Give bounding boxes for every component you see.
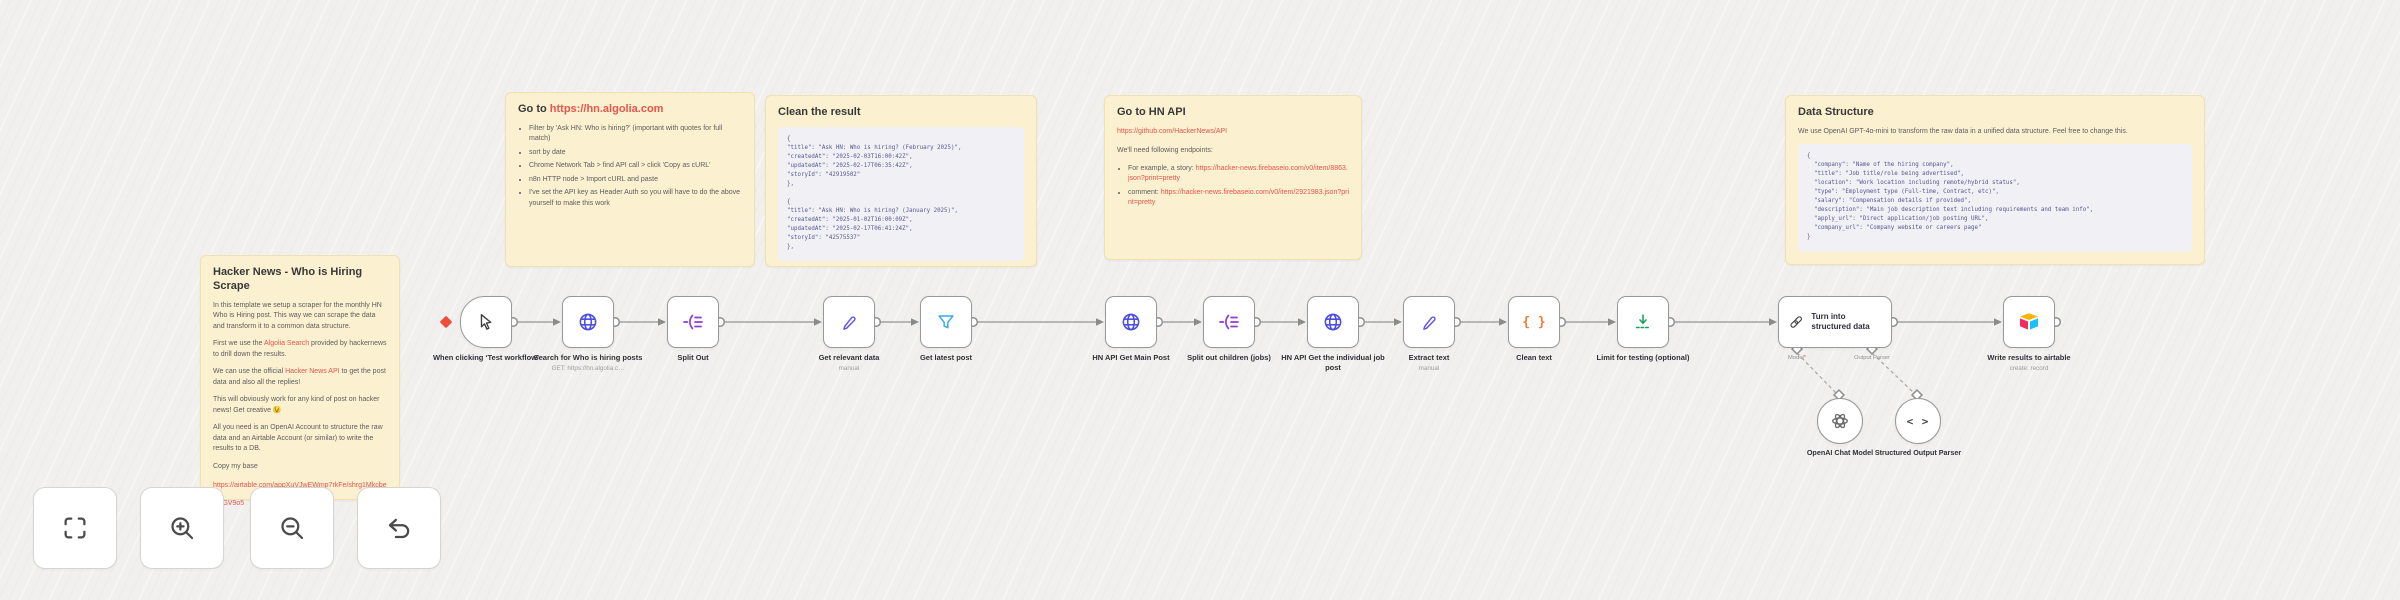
- sticky-bullet-list: Filter by 'Ask HN: Who is hiring?' (impo…: [518, 124, 742, 209]
- bullet-item: I've set the API key as Header Auth so y…: [529, 188, 742, 208]
- subnode-structured-output-parser[interactable]: < > Structured Output Parser: [1875, 398, 1961, 457]
- sticky-paragraph: We can use the official Hacker News API …: [213, 368, 386, 386]
- airtable-icon: [2020, 313, 2038, 330]
- node-split-out[interactable]: Split Out: [667, 296, 719, 362]
- split-out-icon: [683, 314, 703, 330]
- airtable-base-link[interactable]: https://airtable.com/appXuVJwEWmp7rkFe/s…: [213, 482, 387, 507]
- node-code-clean-text[interactable]: { } Clean text: [1508, 296, 1560, 362]
- sticky-note-clean-result[interactable]: Clean the result { "title": "Ask HN: Who…: [765, 95, 1037, 267]
- trigger-pin-marker: [440, 316, 452, 328]
- connector-label-output-parser: Output Parser: [1853, 355, 1891, 361]
- node-label: HN API Get Main Post: [1092, 353, 1170, 362]
- node-subtitle: create: record: [2009, 364, 2049, 372]
- sticky-bullet-list: For example, a story: https://hacker-new…: [1117, 164, 1349, 208]
- zoom-out-button[interactable]: [250, 487, 334, 569]
- json-code-block: { "title": "Ask HN: Who is hiring? (Febr…: [778, 126, 1024, 261]
- node-label: Limit for testing (optional): [1596, 353, 1690, 362]
- node-label: Get relevant data: [818, 353, 880, 362]
- globe-icon: [579, 313, 597, 331]
- node-http-get-job-post[interactable]: HN API Get the individual job post: [1281, 296, 1385, 372]
- node-label: Extract text: [1408, 353, 1450, 362]
- subnode-openai-chat-model[interactable]: OpenAI Chat Model: [1807, 398, 1873, 457]
- node-set-extract-text[interactable]: Extract text manual: [1403, 296, 1455, 372]
- node-label: Split out children (jobs): [1187, 353, 1271, 362]
- cursor-click-icon: [480, 313, 492, 330]
- node-limit[interactable]: Limit for testing (optional): [1597, 296, 1689, 362]
- node-subtitle: manual: [1418, 364, 1440, 372]
- fit-view-icon: [64, 517, 86, 539]
- bullet-item: n8n HTTP node > Import cURL and paste: [529, 175, 742, 185]
- connector-label-model: Model*: [1787, 355, 1807, 361]
- algolia-search-link[interactable]: Algolia Search: [263, 340, 310, 347]
- bullet-item: Chrome Network Tab > find API call > cli…: [529, 161, 742, 171]
- node-manual-trigger[interactable]: When clicking ‘Test workflow’: [433, 296, 539, 362]
- node-http-get-main-post[interactable]: HN API Get Main Post: [1092, 296, 1170, 362]
- sticky-title: Data Structure: [1798, 106, 1874, 118]
- sticky-title: Clean the result: [778, 106, 861, 118]
- node-label: Turn into structured data: [1811, 311, 1870, 331]
- subnode-label: OpenAI Chat Model: [1806, 448, 1874, 457]
- code-braces-icon: { }: [1522, 314, 1546, 330]
- node-split-out-children[interactable]: Split out children (jobs): [1187, 296, 1271, 362]
- undo-icon: [388, 518, 410, 539]
- node-label: Write results to airtable: [1987, 353, 2071, 362]
- hn-algolia-link[interactable]: https://hn.algolia.com: [549, 103, 664, 115]
- sticky-paragraph: All you need is an OpenAI Account to str…: [213, 424, 383, 452]
- node-label: Get latest post: [919, 353, 973, 362]
- angle-brackets-icon: < >: [1906, 414, 1930, 428]
- node-subtitle: manual: [838, 364, 860, 372]
- node-label: Clean text: [1516, 353, 1552, 362]
- chain-link-icon: [1790, 316, 1802, 328]
- node-label: Split Out: [677, 353, 709, 362]
- node-airtable[interactable]: Write results to airtable create: record: [1987, 296, 2071, 372]
- pencil-icon: [1423, 316, 1436, 330]
- limit-arrow-icon: [1635, 314, 1651, 329]
- filter-funnel-icon: [938, 315, 954, 329]
- node-http-search-posts[interactable]: Search for Who is hiring posts GET: http…: [534, 296, 642, 372]
- sticky-paragraph: This will obviously work for any kind of…: [213, 396, 380, 414]
- bullet-item: For example, a story: https://hacker-new…: [1128, 164, 1349, 184]
- sticky-paragraph: We'll need following endpoints:: [1117, 147, 1213, 155]
- hacker-news-api-link[interactable]: Hacker News API: [285, 368, 340, 375]
- node-set-relevant-data[interactable]: Get relevant data manual: [819, 296, 879, 372]
- node-label: When clicking ‘Test workflow’: [432, 353, 540, 362]
- sticky-note-hn-api[interactable]: Go to HN API https://github.com/HackerNe…: [1104, 95, 1362, 260]
- node-subtitle: GET: https://hn.algolia.c…: [551, 364, 625, 372]
- pencil-icon: [843, 316, 856, 330]
- sticky-note-overview[interactable]: Hacker News - Who is Hiring Scrape In th…: [200, 255, 400, 507]
- sticky-title: Go to HN API: [1117, 106, 1186, 118]
- sticky-title: Hacker News - Who is Hiring Scrape: [213, 266, 363, 292]
- bullet-item: comment: https://hacker-news.firebaseio.…: [1128, 188, 1349, 208]
- sticky-paragraph: In this template we setup a scraper for …: [213, 301, 382, 330]
- node-llm-chain[interactable]: Turn into structured data: [1778, 296, 1892, 348]
- bullet-item: Filter by 'Ask HN: Who is hiring?' (impo…: [529, 124, 742, 144]
- subnode-label: Structured Output Parser: [1874, 448, 1962, 457]
- split-out-icon: [1219, 314, 1239, 330]
- globe-icon: [1324, 313, 1342, 331]
- hn-story-endpoint-link[interactable]: https://hacker-news.firebaseio.com/v0/it…: [1128, 164, 1348, 182]
- hn-comment-endpoint-link[interactable]: https://hacker-news.firebaseio.com/v0/it…: [1128, 188, 1350, 206]
- node-filter-latest-post[interactable]: Get latest post: [920, 296, 972, 362]
- node-label: Search for Who is hiring posts: [533, 353, 643, 362]
- github-hn-api-link[interactable]: https://github.com/HackerNews/API: [1117, 127, 1228, 135]
- sticky-note-algolia[interactable]: Go to https://hn.algolia.com Filter by '…: [505, 92, 755, 267]
- json-code-block: { "company": "Name of the hiring company…: [1798, 144, 2192, 253]
- zoom-out-icon: [281, 517, 304, 540]
- sticky-paragraph: First we use the Algolia Search provided…: [213, 340, 387, 358]
- globe-icon: [1122, 313, 1140, 331]
- sticky-title: Go to https://hn.algolia.com: [518, 103, 664, 115]
- sticky-paragraph: Copy my base: [213, 462, 258, 470]
- openai-icon: [1832, 413, 1848, 429]
- zoom-in-icon: [171, 517, 194, 540]
- node-label: HN API Get the individual job post: [1281, 353, 1385, 372]
- fit-view-button[interactable]: [33, 487, 117, 569]
- undo-button[interactable]: [357, 487, 441, 569]
- sticky-note-data-structure[interactable]: Data Structure We use OpenAI GPT-4o-mini…: [1785, 95, 2205, 265]
- sticky-paragraph: We use OpenAI GPT-4o-mini to transform t…: [1798, 127, 2128, 135]
- zoom-in-button[interactable]: [140, 487, 224, 569]
- sticky-paragraph: https://github.com/HackerNews/API: [1117, 127, 1349, 138]
- bullet-item: sort by date: [529, 148, 742, 158]
